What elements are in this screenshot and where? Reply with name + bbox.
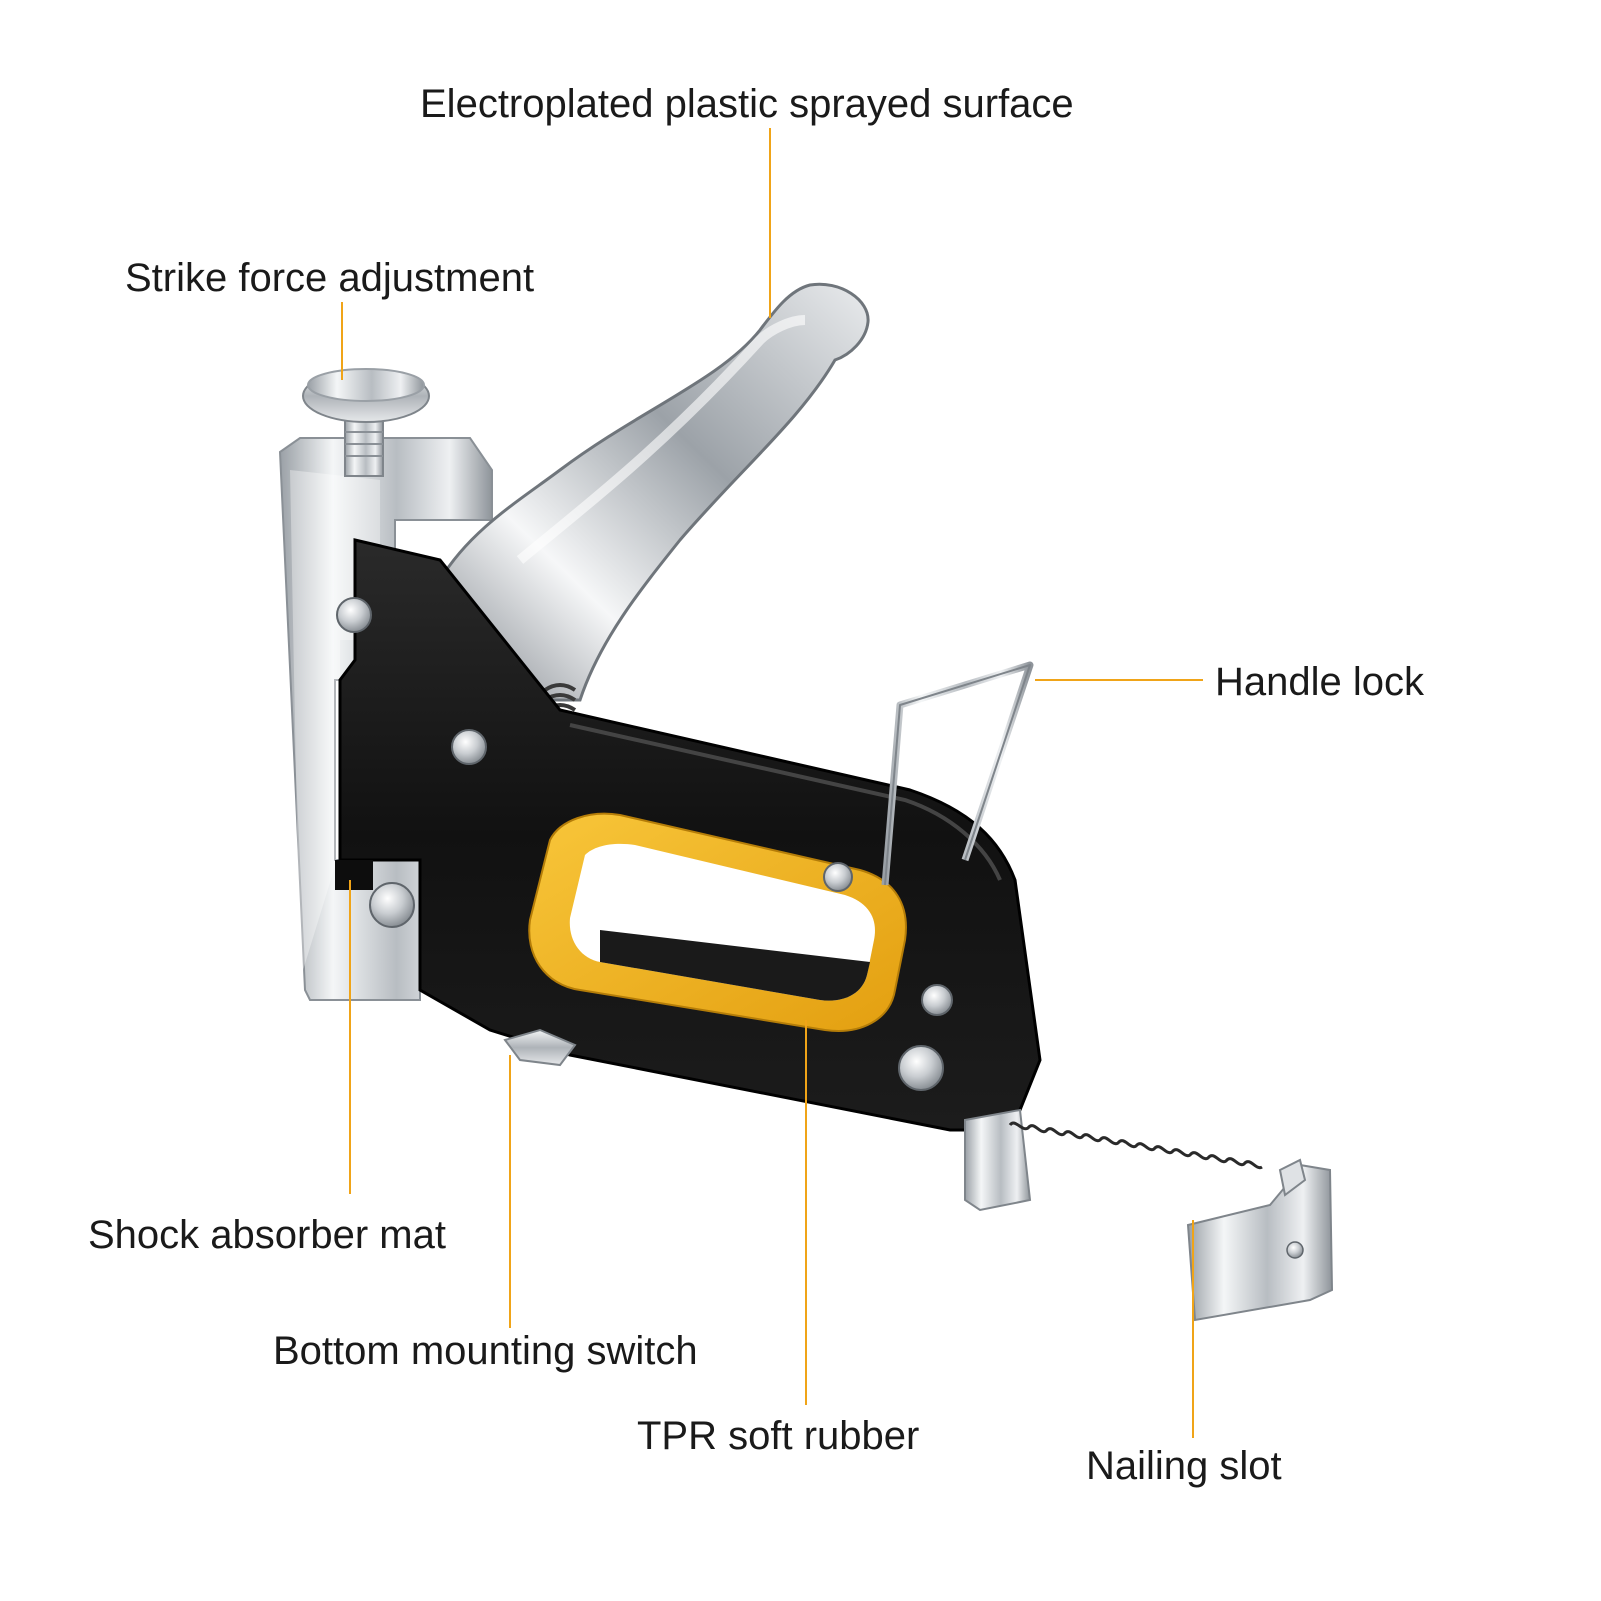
chrome-handle — [438, 282, 870, 702]
rivet — [336, 597, 372, 633]
nailing-slot-bracket — [1186, 1163, 1334, 1322]
label-surface: Electroplated plastic sprayed surface — [420, 82, 1074, 126]
rivet — [921, 984, 953, 1016]
leader-lines — [341, 128, 1203, 1438]
label-strike-force: Strike force adjustment — [125, 256, 535, 300]
bottom-switch-tab — [503, 1028, 577, 1067]
shock-absorber-pad — [335, 860, 373, 890]
pusher-spring — [1008, 1121, 1263, 1170]
rivet — [823, 862, 853, 892]
label-bottom-switch: Bottom mounting switch — [273, 1329, 698, 1373]
rivet — [451, 729, 487, 765]
label-tpr-rubber: TPR soft rubber — [637, 1414, 920, 1458]
label-shock-absorber: Shock absorber mat — [88, 1213, 446, 1257]
label-nailing-slot: Nailing slot — [1086, 1444, 1282, 1488]
rear-bracket — [964, 1108, 1032, 1212]
rivet — [898, 1045, 944, 1091]
rivet — [369, 882, 415, 928]
label-handle-lock: Handle lock — [1215, 660, 1425, 704]
